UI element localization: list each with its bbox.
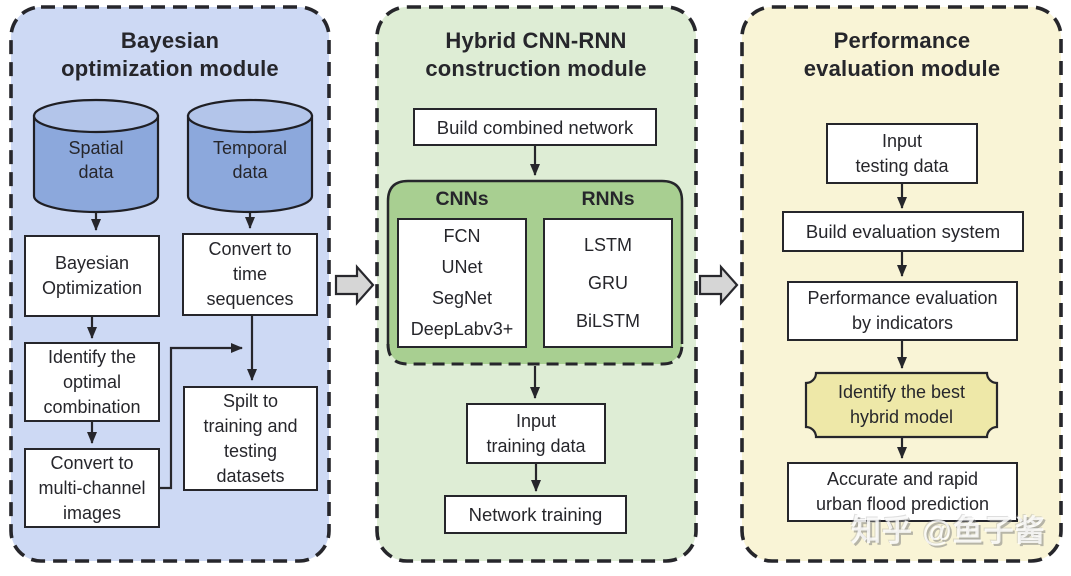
watermark-zhihu: 知乎 @鱼子酱 [851,515,1046,548]
build-evaluation-system-box: Build evaluation system [782,211,1024,252]
performance-module-title: Performance evaluation module [803,28,1001,81]
performance-evaluation-box: Performance evaluation by indicators [787,281,1018,341]
cnns-header: CNNs [435,187,489,210]
spatial-data-cylinder [32,98,160,214]
bayesian-module-title: Bayesian optimization module [61,28,279,81]
input-testing-data-box: Input testing data [826,123,978,184]
input-training-data-box: Input training data [466,403,606,464]
accurate-prediction-box: Accurate and rapid urban flood predictio… [787,462,1018,522]
hybrid-module-title: Hybrid CNN-RNN construction module [425,28,647,81]
temporal-data-label: Temporal data [212,138,288,182]
temporal-data-cylinder [186,98,314,214]
network-training-box: Network training [444,495,627,534]
split-datasets-box: Spilt to training and testing datasets [183,386,318,491]
spatial-data-label: Spatial data [68,138,124,182]
identify-best-model-plaque [804,371,999,439]
identify-best-model-label: Identify the best hybrid model [837,382,966,427]
convert-multichannel-images-box: Convert to multi-channel images [24,448,160,528]
build-combined-network-box: Build combined network [413,108,657,146]
module-transition-arrow-2 [698,264,739,306]
identify-optimal-combination-box: Identify the optimal combination [24,342,160,422]
arrow-convert-images-to-split-elbow [159,343,243,490]
module-transition-arrow-1 [334,264,375,306]
rnns-header: RNNs [581,187,635,210]
convert-time-sequences-box: Convert to time sequences [182,233,318,316]
rnn-models-list: LSTM GRU BiLSTM [543,218,673,348]
bayesian-optimization-box: Bayesian Optimization [24,235,160,317]
cnn-models-list: FCN UNet SegNet DeepLabv3+ [397,218,527,348]
